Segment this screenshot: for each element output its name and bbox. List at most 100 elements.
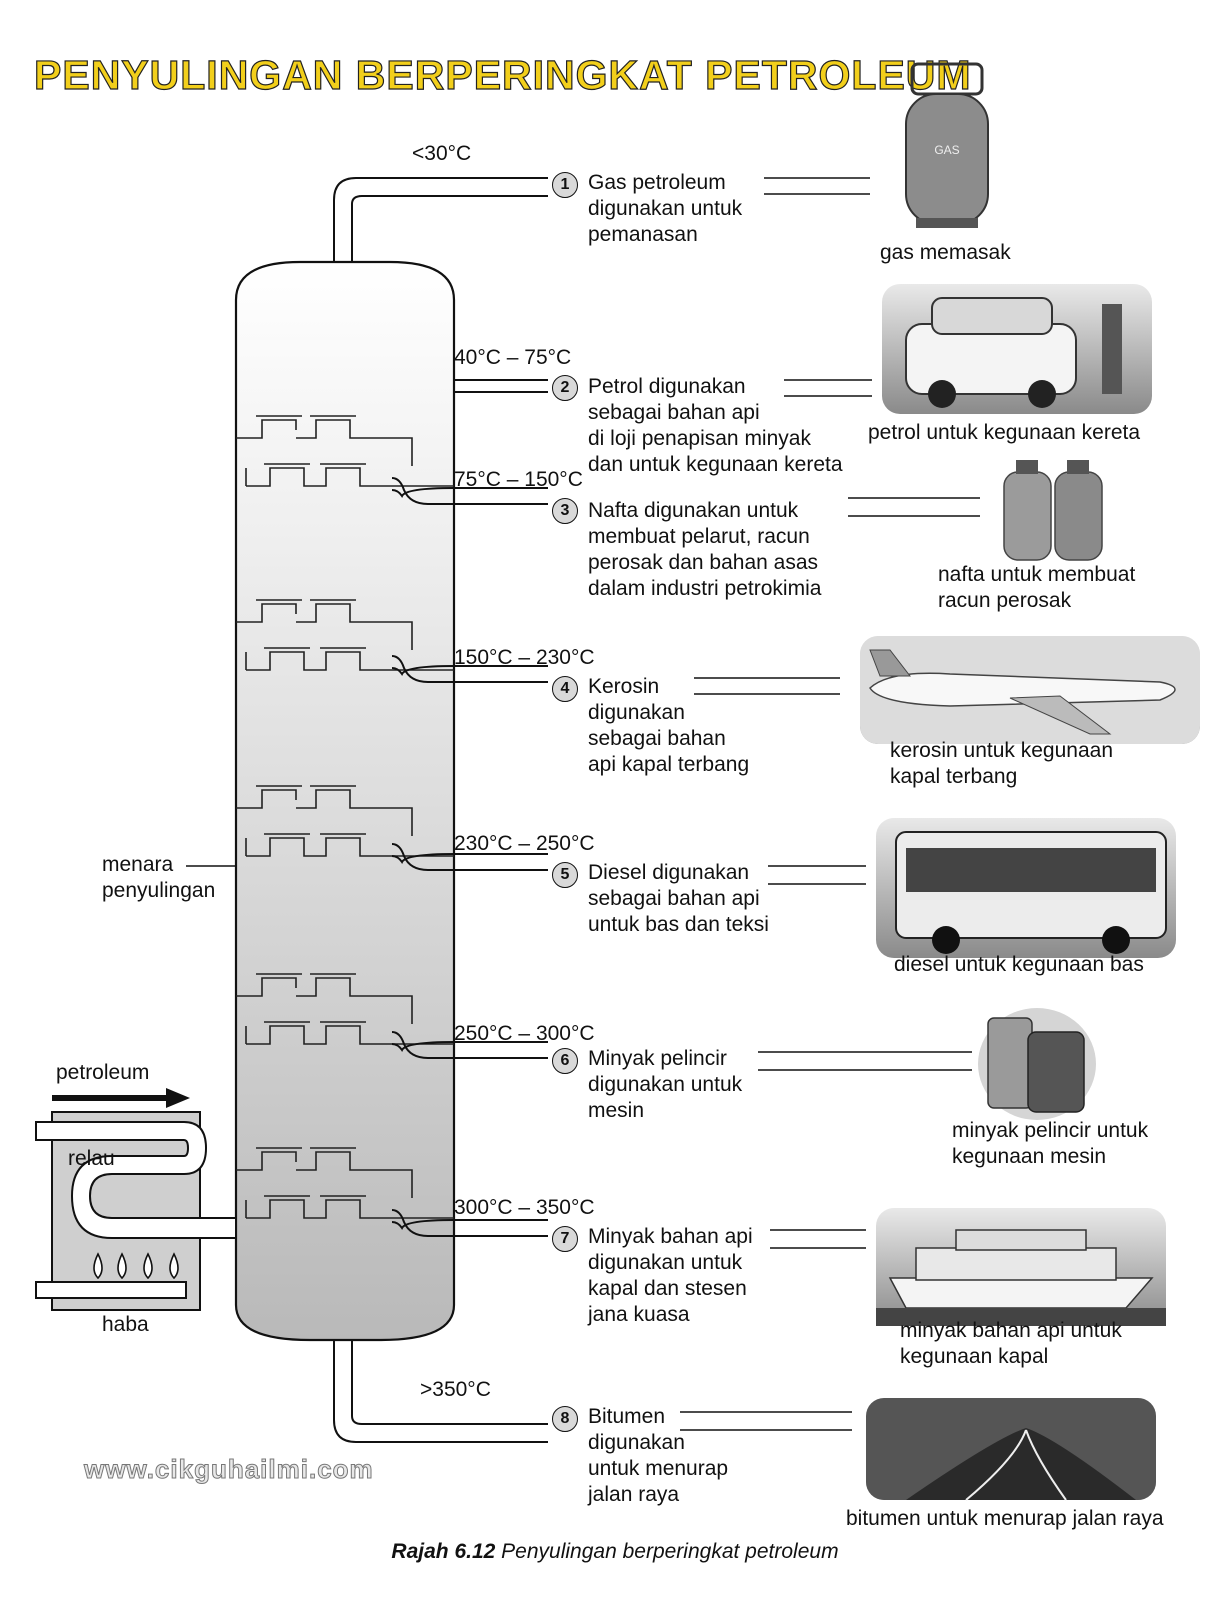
side-pipe-inner-5 — [391, 853, 455, 864]
fraction-number-3: 3 — [552, 498, 578, 524]
fraction-number-4: 4 — [552, 676, 578, 702]
fraction-description-line: digunakan — [588, 701, 685, 724]
tower-trays — [236, 415, 454, 1219]
fraction-description-line: jalan raya — [588, 1483, 680, 1506]
page-title: PENYULINGAN BERPERINGKAT PETROLEUM — [33, 51, 972, 98]
fraction-description-line: Minyak pelincir — [588, 1047, 727, 1070]
ship-photo — [876, 1208, 1166, 1326]
fraction-caption-line: bitumen untuk menurap jalan raya — [846, 1507, 1164, 1530]
petroleum-label: petroleum — [56, 1061, 150, 1084]
fraction-description-line: untuk menurap — [588, 1457, 729, 1480]
website-watermark: www.cikguhailmi.com — [84, 1454, 374, 1485]
side-pipe-6 — [391, 1031, 548, 1059]
fraction-caption-line: minyak bahan api untuk — [900, 1319, 1122, 1342]
flame-icon — [117, 1252, 127, 1280]
fraction-description-line: Bitumen — [588, 1405, 666, 1428]
fraction-description-line: digunakan untuk — [588, 1073, 743, 1096]
fraction-temperature-7: 300°C – 350°C — [454, 1196, 595, 1219]
fraction-description-line: perosak dan bahan asas — [588, 551, 819, 574]
gas-cylinder-photo: GAS — [905, 62, 989, 228]
tower-label-line-2: penyulingan — [102, 879, 216, 902]
side-pipe-inner-4 — [391, 665, 455, 676]
figure-caption-text: Penyulingan berperingkat petroleum — [501, 1540, 839, 1563]
tray-upper — [236, 977, 413, 1024]
heat-label: haba — [102, 1313, 149, 1336]
fraction-caption-line: kerosin untuk kegunaan — [890, 739, 1113, 762]
fraction-description-line: Petrol digunakan — [588, 375, 746, 398]
fraction-description-line: kapal dan stesen — [588, 1277, 747, 1300]
flames — [93, 1252, 179, 1280]
tower-label: menara penyulingan — [102, 852, 215, 904]
fraction-description-line: sebagai bahan — [588, 727, 726, 750]
tray-upper — [236, 603, 413, 650]
fraction-description-line: Nafta digunakan untuk — [588, 499, 799, 522]
fraction-description-line: sebagai bahan api — [588, 401, 760, 424]
tray-lower — [245, 467, 454, 487]
fraction-description-line: Gas petroleum — [588, 171, 726, 194]
pipe-2 — [454, 379, 548, 393]
pipe-8 — [333, 1340, 548, 1443]
figure-caption: Rajah 6.12 Penyulingan berperingkat petr… — [0, 1540, 1230, 1564]
figure-caption-label: Rajah 6.12 — [391, 1540, 496, 1563]
fraction-number-8: 8 — [552, 1406, 578, 1432]
fraction-caption-line: kegunaan kapal — [900, 1345, 1049, 1368]
side-pipe-3 — [391, 477, 548, 505]
flame-icon — [169, 1252, 179, 1280]
fraction-description-line: untuk bas dan teksi — [588, 913, 769, 936]
bus-photo — [876, 818, 1176, 958]
fraction-temperature-8: >350°C — [420, 1378, 491, 1401]
airplane-photo — [860, 636, 1200, 744]
fraction-description-line: sebagai bahan api — [588, 887, 760, 910]
pesticide-bottles-photo — [1003, 460, 1103, 561]
tray-upper — [236, 789, 413, 836]
tray-upper — [236, 419, 413, 466]
tower-label-line-1: menara — [102, 853, 174, 876]
side-pipe-inner-6 — [391, 1041, 455, 1052]
pipe-1 — [333, 177, 548, 262]
furnace-heat-bar — [35, 1281, 187, 1299]
fraction-temperature-6: 250°C – 300°C — [454, 1022, 595, 1045]
fraction-temperature-3: 75°C – 150°C — [454, 468, 583, 491]
svg-text:GAS: GAS — [934, 143, 959, 157]
fraction-temperature-1: <30°C — [412, 142, 472, 165]
side-pipes — [391, 477, 548, 1237]
fraction-caption-5: diesel untuk kegunaan bas — [894, 952, 1144, 978]
furnace-coil — [35, 1121, 237, 1239]
fraction-temperature-4: 150°C – 230°C — [454, 646, 595, 669]
fraction-caption-line: petrol untuk kegunaan kereta — [868, 421, 1141, 444]
fraction-description-line: digunakan untuk — [588, 197, 743, 220]
oil-cans-photo — [978, 1008, 1096, 1120]
distillation-tower — [234, 260, 456, 1342]
fraction-caption-line: kapal terbang — [890, 765, 1018, 788]
fraction-caption-line: gas memasak — [880, 241, 1011, 264]
fraction-description-line: api kapal terbang — [588, 753, 750, 776]
petroleum-arrow — [52, 1088, 190, 1108]
side-pipe-inner-3 — [391, 487, 455, 498]
fraction-caption-line: kegunaan mesin — [952, 1145, 1107, 1168]
fraction-caption-line: nafta untuk membuat — [938, 563, 1136, 586]
fraction-description-line: jana kuasa — [588, 1303, 690, 1326]
fraction-description-line: dalam industri petrokimia — [588, 577, 822, 600]
fraction-description-line: Diesel digunakan — [588, 861, 750, 884]
tray-lower — [245, 837, 454, 857]
fraction-description-line: Minyak bahan api — [588, 1225, 753, 1248]
fraction-number-6: 6 — [552, 1048, 578, 1074]
fraction-caption-1: gas memasak — [880, 240, 1011, 266]
fraction-description-line: dan untuk kegunaan kereta — [588, 453, 843, 476]
furnace-label: relau — [68, 1147, 115, 1170]
side-pipe-7 — [391, 1209, 548, 1237]
fraction-temperature-2: 40°C – 75°C — [454, 346, 572, 369]
flame-icon — [143, 1252, 153, 1280]
fraction-caption-4: kerosin untuk kegunaan kapal terbang — [890, 738, 1113, 790]
fraction-caption-7: minyak bahan api untuk kegunaan kapal — [900, 1318, 1122, 1370]
side-pipe-4 — [391, 655, 548, 683]
